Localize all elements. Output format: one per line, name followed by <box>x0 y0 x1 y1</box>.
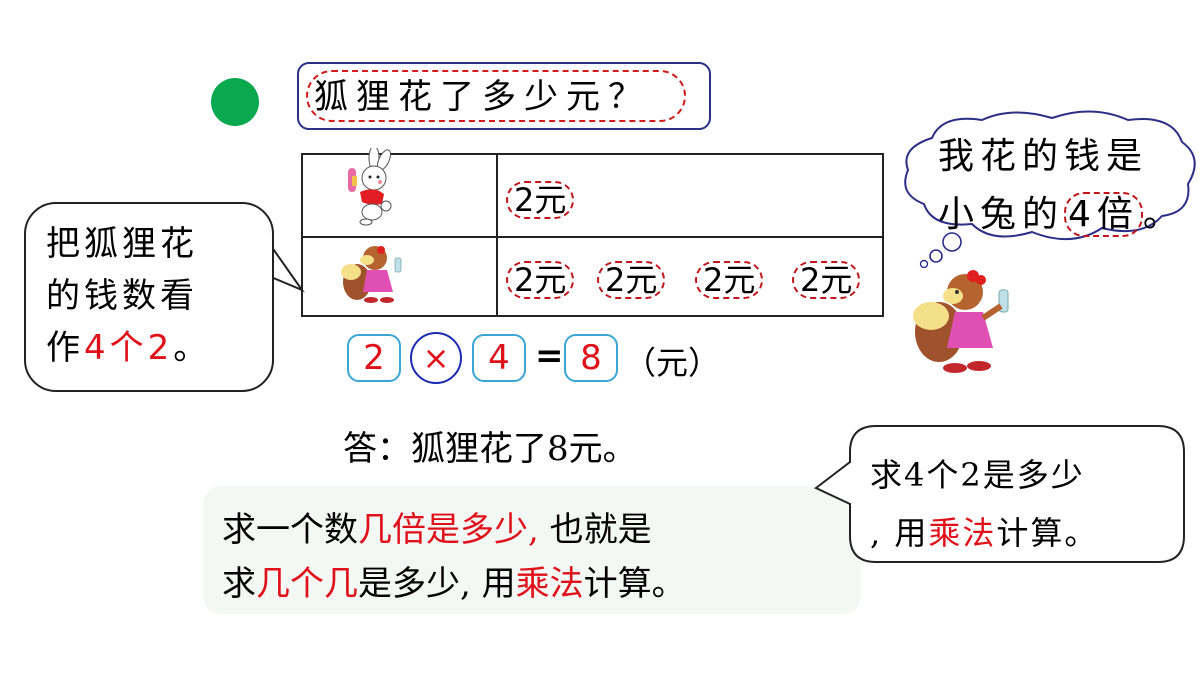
text: 计算。 <box>996 514 1099 552</box>
text: 。 <box>173 328 212 368</box>
summary-line: 求一个数几倍是多少, 也就是 <box>222 503 686 557</box>
question-box <box>297 62 711 130</box>
text: 作 <box>46 328 84 368</box>
highlight-text: 4个2 <box>84 328 174 368</box>
thought-line: 我花的钱是 <box>938 136 1149 177</box>
left-speech-bubble <box>24 202 274 392</box>
equation-unit: （元） <box>624 344 721 382</box>
highlight-text: 乘法 <box>928 514 997 552</box>
fox-amount-chip: 2元 <box>597 261 666 299</box>
highlight-text: 几个几 <box>256 564 358 604</box>
table-divider-vertical <box>496 155 498 315</box>
comparison-table: 2元 2元 2元 2元 2元 <box>301 153 884 317</box>
highlight-text: 乘法 <box>515 564 584 604</box>
equation-result: 8 <box>564 334 618 382</box>
fox-amount-chip: 2元 <box>506 261 575 299</box>
right-bubble-line: 求4个2是多少 <box>870 456 1085 494</box>
text: , 用 <box>870 514 929 552</box>
text: 求一个数 <box>222 510 358 550</box>
equation-factor-a: 2 <box>347 334 401 382</box>
text: 是多少, 用 <box>358 564 516 604</box>
fox-character-icon <box>913 270 1009 373</box>
text: 计算。 <box>583 564 686 604</box>
answer-text: 答：狐狸花了8元。 <box>343 429 637 469</box>
question-title: 狐狸花了多少元？ <box>314 77 650 117</box>
right-bubble-line: , 用乘法计算。 <box>870 504 1098 562</box>
left-bubble-text: 把狐狸花 的钱数看 作4个2。 <box>46 218 211 374</box>
rabbit-amount-chip: 2元 <box>506 181 575 219</box>
left-bubble-line: 把狐狸花 <box>46 224 198 264</box>
fox-icon <box>341 246 402 303</box>
right-speech-bubble <box>814 425 1185 563</box>
text: 。 <box>1142 194 1185 235</box>
highlight-text: 几倍是多少, <box>358 510 539 550</box>
equals-sign: = <box>535 336 564 376</box>
multiply-sign-icon: × <box>410 332 462 384</box>
summary-panel <box>203 486 861 614</box>
equation-factor-b: 4 <box>472 334 526 382</box>
right-bubble-text: 求4个2是多少 , 用乘法计算。 <box>870 446 1098 562</box>
left-bubble-line: 的钱数看 <box>46 276 198 316</box>
rabbit-icon <box>348 148 392 226</box>
thought-bubble <box>904 110 1196 268</box>
summary-line: 求几个几是多少, 用乘法计算。 <box>222 557 686 611</box>
text: 求 <box>222 564 256 604</box>
summary-text: 求一个数几倍是多少, 也就是 求几个几是多少, 用乘法计算。 <box>222 503 686 611</box>
fox-amount-chip: 2元 <box>695 261 764 299</box>
text: 也就是 <box>538 510 652 550</box>
green-bullet-icon <box>211 78 259 126</box>
times-highlight: 4倍 <box>1064 192 1143 237</box>
table-divider-horizontal <box>303 236 882 238</box>
text: 小兔的 <box>938 194 1065 235</box>
fox-amount-chip: 2元 <box>792 261 861 299</box>
left-bubble-line: 作4个2。 <box>46 322 211 374</box>
question-dashed-oval <box>306 70 686 122</box>
